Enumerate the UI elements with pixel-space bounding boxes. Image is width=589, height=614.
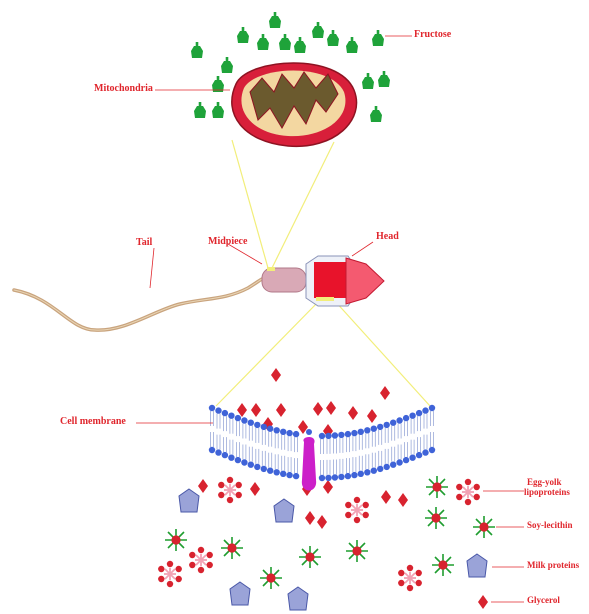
phospholipid-inner [274, 454, 280, 475]
phospholipid-inner [338, 459, 344, 480]
phospholipid-outer [235, 415, 241, 436]
phospholipid-outer [377, 424, 383, 445]
glycerol-legend-icon [478, 595, 488, 609]
phospholipid-inner [286, 457, 292, 478]
phospholipid-outer [338, 432, 344, 453]
phospholipid-outer [325, 433, 331, 454]
phospholipid-inner [345, 458, 351, 479]
phospholipid-outer [274, 427, 280, 448]
tail-label: Tail [136, 238, 152, 249]
phospholipid-inner [209, 432, 215, 453]
egg-yolk-label-line2: lipoproteins [524, 488, 570, 497]
phospholipid-inner [319, 460, 325, 481]
phospholipid-inner [351, 457, 357, 478]
phospholipid-outer [241, 417, 247, 438]
phospholipid-outer [222, 410, 228, 431]
phospholipid-outer [261, 424, 267, 445]
phospholipid-inner [371, 453, 377, 474]
phospholipid-inner [364, 454, 370, 475]
phospholipid-inner [396, 445, 402, 466]
phospholipid-inner [248, 447, 254, 468]
phospholipid-outer [267, 426, 273, 447]
phospholipid-outer [286, 430, 292, 451]
phospholipid-outer [228, 413, 234, 434]
phospholipid-outer [280, 429, 286, 450]
cell-membrane-label: Cell membrane [60, 417, 126, 428]
phospholipid-inner [215, 435, 221, 456]
membrane-channel-protein [302, 429, 316, 491]
phospholipid-inner [254, 449, 260, 470]
phospholipid-outer [409, 413, 415, 434]
egg-yolk-lipoprotein-molecules [158, 477, 480, 591]
phospholipid-inner [384, 449, 390, 470]
phospholipid-inner [429, 432, 435, 453]
cell-membrane-bilayer [209, 405, 435, 481]
sperm-tail [14, 276, 268, 330]
phospholipid-outer [371, 426, 377, 447]
phospholipid-inner [403, 442, 409, 463]
phospholipid-outer [319, 433, 325, 454]
phospholipid-outer [364, 427, 370, 448]
phospholipid-outer [248, 420, 254, 441]
phospholipid-inner [416, 437, 422, 458]
phospholipid-outer [215, 407, 221, 428]
phospholipid-inner [422, 435, 428, 456]
milk-protein-molecules [179, 489, 487, 610]
sperm-midpiece [262, 267, 306, 292]
phospholipid-outer [429, 405, 435, 426]
midpiece-label: Midpiece [208, 237, 247, 248]
phospholipid-outer [332, 432, 338, 453]
phospholipid-inner [390, 447, 396, 468]
phospholipid-inner [377, 451, 383, 472]
milk-proteins-label: Milk proteins [527, 561, 579, 570]
phospholipid-outer [416, 410, 422, 431]
phospholipid-inner [409, 440, 415, 461]
phospholipid-inner [235, 442, 241, 463]
mitochondria-label: Mitochondria [94, 84, 153, 95]
phospholipid-outer [345, 431, 351, 452]
mitochondria-organelle [232, 63, 357, 146]
phospholipid-inner [358, 456, 364, 477]
phospholipid-outer [384, 422, 390, 443]
head-label: Head [376, 232, 399, 243]
phospholipid-outer [254, 422, 260, 443]
phospholipid-inner [325, 460, 331, 481]
phospholipid-outer [358, 429, 364, 450]
phospholipid-outer [396, 417, 402, 438]
phospholipid-inner [241, 445, 247, 466]
phospholipid-inner [228, 440, 234, 461]
phospholipid-outer [351, 430, 357, 451]
sperm-head [306, 256, 384, 306]
phospholipid-outer [390, 420, 396, 441]
phospholipid-inner [293, 458, 299, 479]
phospholipid-inner [222, 437, 228, 458]
phospholipid-outer [293, 431, 299, 452]
soy-lecithin-molecules [165, 476, 495, 589]
phospholipid-inner [267, 453, 273, 474]
fructose-label: Fructose [414, 30, 451, 41]
phospholipid-inner [280, 456, 286, 477]
phospholipid-outer [403, 415, 409, 436]
phospholipid-outer [422, 407, 428, 428]
phospholipid-inner [332, 460, 338, 481]
phospholipid-inner [261, 451, 267, 472]
soy-lecithin-label: Soy-lecithin [527, 521, 573, 530]
glycerol-label: Glycerol [527, 596, 560, 605]
